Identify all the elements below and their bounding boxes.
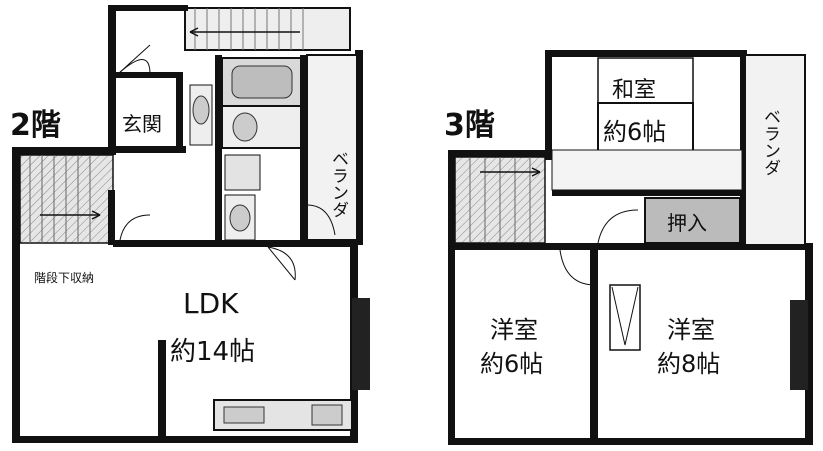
floor-3-title: 3階 <box>444 108 495 143</box>
window-ldk <box>352 298 370 390</box>
floor-2-plan <box>12 5 370 443</box>
storage-under-stairs-label: 階段下収納 <box>34 270 94 285</box>
youshitsu-b-name-label: 洋室 <box>667 316 715 344</box>
youshitsu-a-size-label: 約6帖 <box>480 350 543 378</box>
window-3f <box>790 300 808 390</box>
floor-3-plan <box>448 50 813 445</box>
veranda-3f <box>744 54 806 246</box>
veranda-2f-label: ベランダ <box>328 150 348 218</box>
oshiire-box <box>644 197 741 244</box>
oshiire-label: 押入 <box>667 211 707 235</box>
washitsu-name-label: 和室 <box>612 78 656 103</box>
ldk-size-label: 約14帖 <box>170 337 255 367</box>
floor-2-title: 2階 <box>10 108 61 143</box>
youshitsu-b-size-label: 約8帖 <box>657 350 720 378</box>
ldk-name-label: LDK <box>183 287 239 320</box>
washitsu-size-label: 約6帖 <box>603 118 666 146</box>
veranda-2f <box>306 54 358 241</box>
entrance-label: 玄関 <box>122 112 162 136</box>
veranda-3f-label: ベランダ <box>760 108 780 176</box>
youshitsu-a-name-label: 洋室 <box>490 316 538 344</box>
